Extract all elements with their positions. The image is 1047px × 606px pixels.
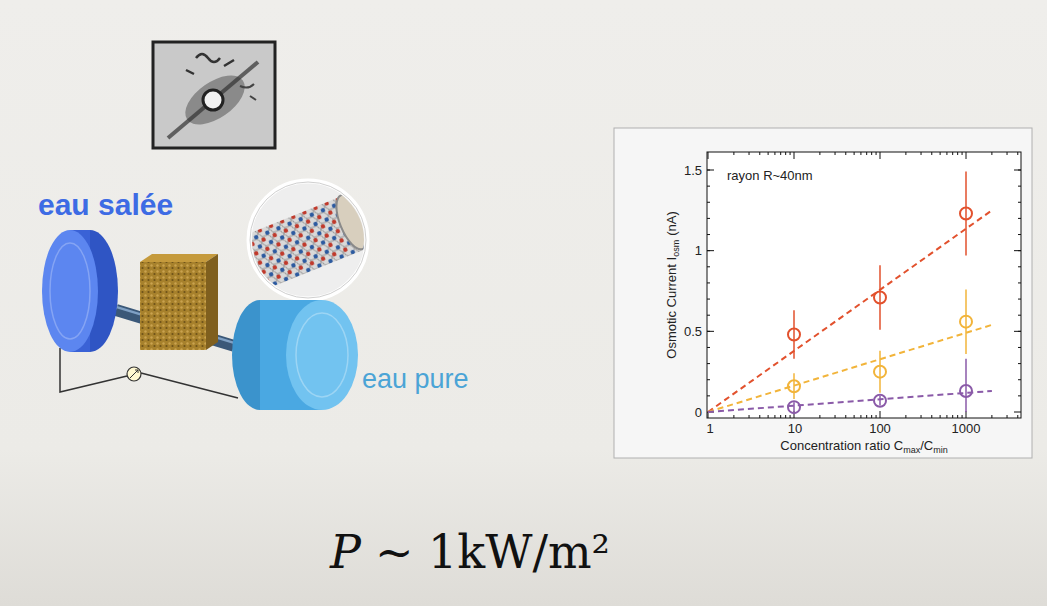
data-series [708, 172, 992, 412]
x-axis-title-part: Concentration ratio C [780, 438, 903, 453]
axis-ticks [707, 152, 1021, 418]
x-axis-title: Concentration ratio Cmax/Cmin [780, 438, 947, 453]
axis-tick-label: 0.5 [684, 324, 702, 339]
y-axis-title: Osmotic Current Iosm (nA) [664, 211, 679, 358]
axis-tick-label: 10 [788, 421, 802, 436]
reservoir-cylinder [230, 298, 360, 412]
membrane [140, 254, 218, 350]
pure-water-reservoir: eau pure [230, 298, 473, 412]
axis-tick-label: 100 [869, 421, 891, 436]
data-series [708, 289, 992, 412]
data-series [708, 359, 992, 413]
axis-tick-label: 1000 [952, 421, 981, 436]
y-axis-title-part: Osmotic Current I [664, 257, 679, 359]
reservoir-label: eau pure [362, 364, 469, 395]
plot-area [707, 152, 1021, 418]
axis-tick-label: 1.5 [684, 163, 702, 178]
chart-panel [614, 128, 1032, 458]
subscript: max [903, 445, 920, 455]
plot-annotation: rayon R~40nm [727, 168, 813, 183]
reservoir-cylinder [40, 228, 120, 354]
axis-tick-label: 0 [695, 405, 702, 420]
subscript: min [933, 445, 948, 455]
axis-tick-label: 1 [706, 421, 713, 436]
x-axis-title-part: /C [920, 438, 933, 453]
chart [614, 128, 1032, 458]
power-formula-part: P [330, 525, 361, 579]
circuit-wire [60, 348, 238, 398]
nanotube-inset [234, 181, 374, 299]
reservoir-label: eau salée [38, 188, 173, 222]
power-formula: P ∼ 1kW/m² [330, 525, 610, 579]
photo [153, 42, 275, 148]
subscript: osm [671, 240, 681, 257]
axis-tick-label: 1 [695, 243, 702, 258]
salt-water-reservoir: eau salée [38, 188, 177, 354]
ammeter-symbol [127, 367, 141, 381]
power-formula-part: ∼ 1kW/m² [375, 525, 610, 579]
y-axis-title-part: (nA) [664, 211, 679, 236]
